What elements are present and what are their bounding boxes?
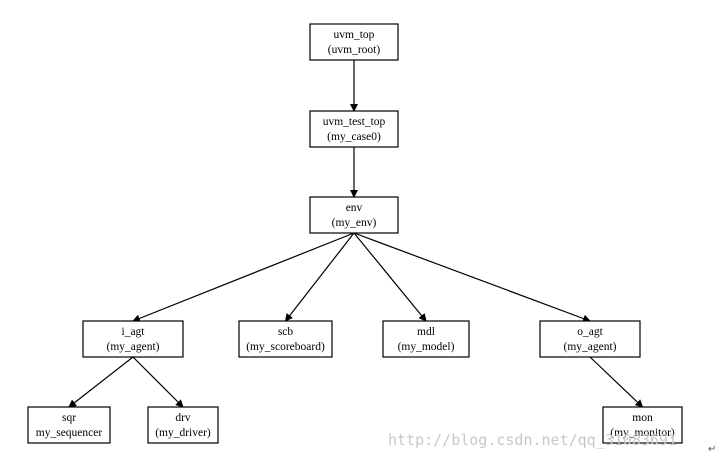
node-i-agt: i_agt (my_agent) (82, 320, 184, 358)
edge-env-to-i-agt (132, 232, 355, 323)
node-instance-name: mon (632, 412, 653, 424)
node-uvm-top: uvm_top (uvm_root) (309, 23, 399, 61)
node-type-name: (my_model) (398, 341, 455, 353)
edge-i-agt-to-sqr (68, 356, 134, 408)
figure-caption-cropped (268, 452, 448, 461)
node-sqr: sqr my_sequencer (27, 406, 111, 444)
node-instance-name: uvm_top (334, 29, 375, 41)
node-box-env (309, 196, 399, 234)
edge-o-agt-to-mon (589, 356, 644, 408)
node-scb: scb (my_scoreboard) (238, 320, 333, 358)
node-instance-name: i_agt (122, 326, 146, 338)
paragraph-mark-icon: ↵ (708, 444, 717, 455)
node-box-mdl (382, 320, 470, 358)
edge-env-to-scb (284, 232, 355, 322)
edge-env-to-o-agt (353, 232, 591, 323)
node-box-scb (238, 320, 333, 358)
node-instance-name: uvm_test_top (323, 116, 386, 128)
node-drv: drv (my_driver) (147, 406, 219, 444)
node-type-name: (my_monitor) (610, 427, 675, 439)
node-mon: mon (my_monitor) (602, 406, 683, 444)
node-box-uvm-top (309, 23, 399, 61)
node-instance-name: scb (278, 326, 294, 338)
node-box-mon (602, 406, 683, 444)
node-type-name: (my_env) (332, 217, 377, 229)
node-instance-name: env (346, 202, 363, 214)
watermark-url: http://blog.csdn.net/qq_31083691 (388, 431, 677, 449)
edge-env-to-mdl (353, 232, 427, 322)
node-instance-name: drv (175, 412, 191, 424)
node-uvm-test-top: uvm_test_top (my_case0) (309, 110, 399, 148)
node-mdl: mdl (my_model) (382, 320, 470, 358)
node-box-i-agt (82, 320, 184, 358)
node-type-name: (my_agent) (106, 341, 159, 353)
node-type-name: (uvm_root) (328, 44, 381, 56)
edge-i-agt-to-drv (132, 356, 184, 408)
node-box-o-agt (539, 320, 641, 358)
node-type-name: my_sequencer (36, 427, 103, 439)
node-env: env (my_env) (309, 196, 399, 234)
node-instance-name: mdl (417, 326, 435, 338)
node-o-agt: o_agt (my_agent) (539, 320, 641, 358)
node-type-name: (my_agent) (563, 341, 616, 353)
node-type-name: (my_scoreboard) (246, 341, 325, 353)
node-type-name: (my_driver) (155, 427, 211, 439)
node-instance-name: sqr (62, 412, 76, 424)
node-box-uvm-test-top (309, 110, 399, 148)
node-box-drv (147, 406, 219, 444)
node-instance-name: o_agt (577, 326, 603, 338)
node-type-name: (my_case0) (327, 131, 381, 143)
node-box-sqr (27, 406, 111, 444)
